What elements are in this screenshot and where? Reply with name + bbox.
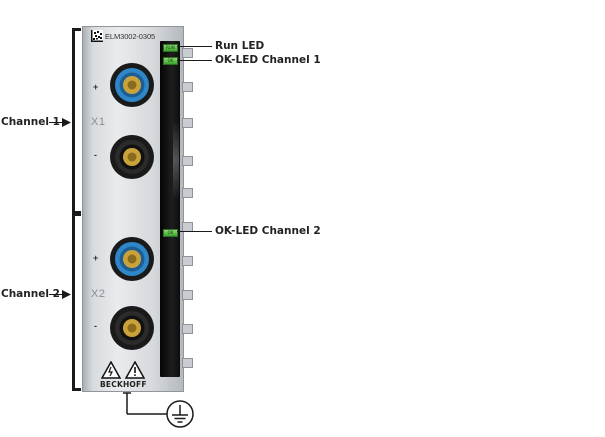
- bracket-top: [72, 28, 81, 214]
- channel-2-callout: Channel 2: [1, 288, 60, 300]
- channel-2-arrow-icon: [62, 290, 71, 299]
- plus-mark-x2: +: [93, 253, 99, 263]
- socket-x2-plus[interactable]: [109, 236, 155, 282]
- channel-1-arrow-icon: [62, 118, 71, 127]
- plus-mark-x1: +: [93, 82, 99, 92]
- rail-tab: [182, 82, 193, 92]
- x1-label: X1: [91, 116, 106, 128]
- socket-x1-minus[interactable]: [109, 134, 155, 180]
- ok-led-channel-1: OK: [163, 57, 178, 65]
- channel-1-leader: [49, 122, 66, 123]
- ground-symbol-icon: [123, 392, 194, 428]
- rail-tab: [182, 324, 193, 334]
- module-model-label: ELM3002-0305: [105, 32, 156, 41]
- strip-glare: [173, 120, 179, 200]
- ok-led-1-callout: OK-LED Channel 1: [215, 54, 321, 66]
- datamatrix-icon: [91, 30, 103, 42]
- x2-label: X2: [91, 288, 106, 300]
- rail-tab: [182, 156, 193, 166]
- warning-triangle-icon: [101, 361, 146, 379]
- rail-tab: [182, 118, 193, 128]
- led-strip: [160, 41, 180, 377]
- ok-led-2-leader: [177, 231, 212, 232]
- bracket-bottom: [72, 213, 81, 391]
- brand-label: BECKHOFF: [100, 380, 147, 389]
- socket-x2-minus[interactable]: [109, 305, 155, 351]
- channel-1-callout: Channel 1: [1, 116, 60, 128]
- ok-led-2-callout: OK-LED Channel 2: [215, 225, 321, 237]
- channel-2-leader: [49, 294, 66, 295]
- rail-tab: [182, 358, 193, 368]
- ok-led-1-leader: [177, 60, 212, 61]
- run-led: RUN: [163, 44, 178, 52]
- rail-tab: [182, 188, 193, 198]
- socket-x1-plus[interactable]: [109, 62, 155, 108]
- minus-mark-x2: -: [94, 321, 97, 331]
- minus-mark-x1: -: [94, 150, 97, 160]
- rail-tab: [182, 256, 193, 266]
- rail-tab: [182, 48, 193, 58]
- ok-led-channel-2: OK: [163, 229, 178, 237]
- rail-tab: [182, 290, 193, 300]
- run-led-leader: [177, 46, 212, 47]
- run-led-callout: Run LED: [215, 40, 265, 52]
